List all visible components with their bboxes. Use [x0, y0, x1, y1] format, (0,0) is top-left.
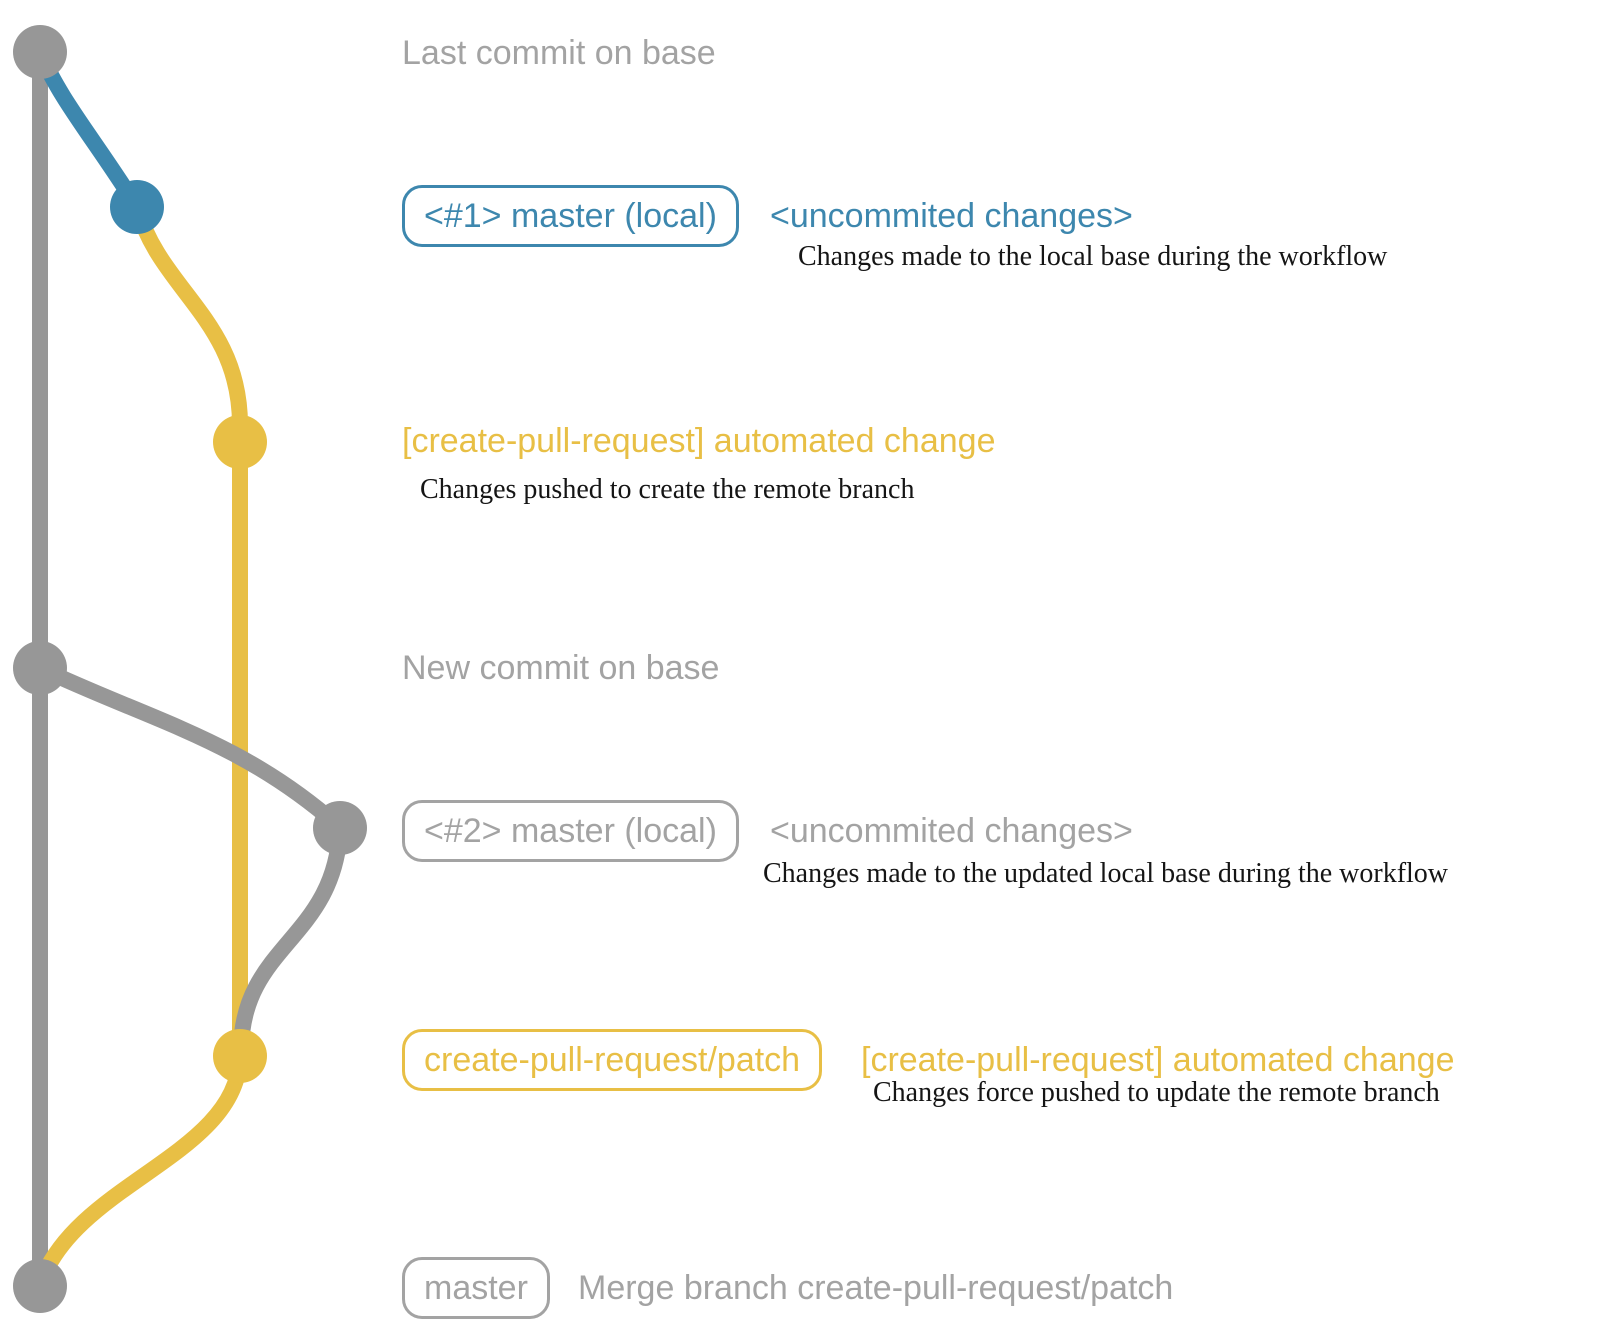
note-push-create-branch: Changes pushed to create the remote bran… [420, 474, 915, 505]
branch-badge-create-pull-request-patch: create-pull-request/patch [402, 1029, 823, 1091]
commit-dot-last-base [13, 25, 67, 79]
commit-dot-local-1 [110, 180, 164, 234]
merge-edge [33, 1048, 248, 1290]
branch-badge-master-local-2: <#2> master (local) [402, 800, 739, 862]
force-push-edge [233, 822, 348, 1058]
commit-message-automated-2: [create-pull-request] automated change [861, 1041, 1455, 1079]
commit-dot-new-base [13, 641, 67, 695]
remote-branch-line [129, 199, 248, 1064]
local-changes-2-edge [32, 660, 344, 832]
commit-dot-merge [13, 1259, 67, 1313]
commit-graph [13, 25, 367, 1313]
branch-badge-master-local-1: <#1> master (local) [402, 185, 739, 247]
commit-dot-automated-1 [213, 415, 267, 469]
branch-badge-master: master [402, 1257, 550, 1319]
commit-message-uncommited-1: <uncommited changes> [770, 197, 1133, 235]
commit-dot-automated-2 [213, 1029, 267, 1083]
annotation-last-commit-on-base: Last commit on base [402, 34, 716, 72]
commit-dot-local-2 [313, 801, 367, 855]
local-changes-1-edge [32, 44, 145, 215]
commit-message-merge: Merge branch create-pull-request/patch [578, 1269, 1174, 1307]
annotation-new-commit-on-base: New commit on base [402, 649, 720, 687]
commit-message-automated-1: [create-pull-request] automated change [402, 422, 996, 460]
note-local-changes-1: Changes made to the local base during th… [798, 241, 1388, 272]
note-force-push: Changes force pushed to update the remot… [873, 1077, 1440, 1108]
note-local-changes-2: Changes made to the updated local base d… [763, 858, 1449, 889]
commit-message-uncommited-2: <uncommited changes> [770, 812, 1133, 850]
